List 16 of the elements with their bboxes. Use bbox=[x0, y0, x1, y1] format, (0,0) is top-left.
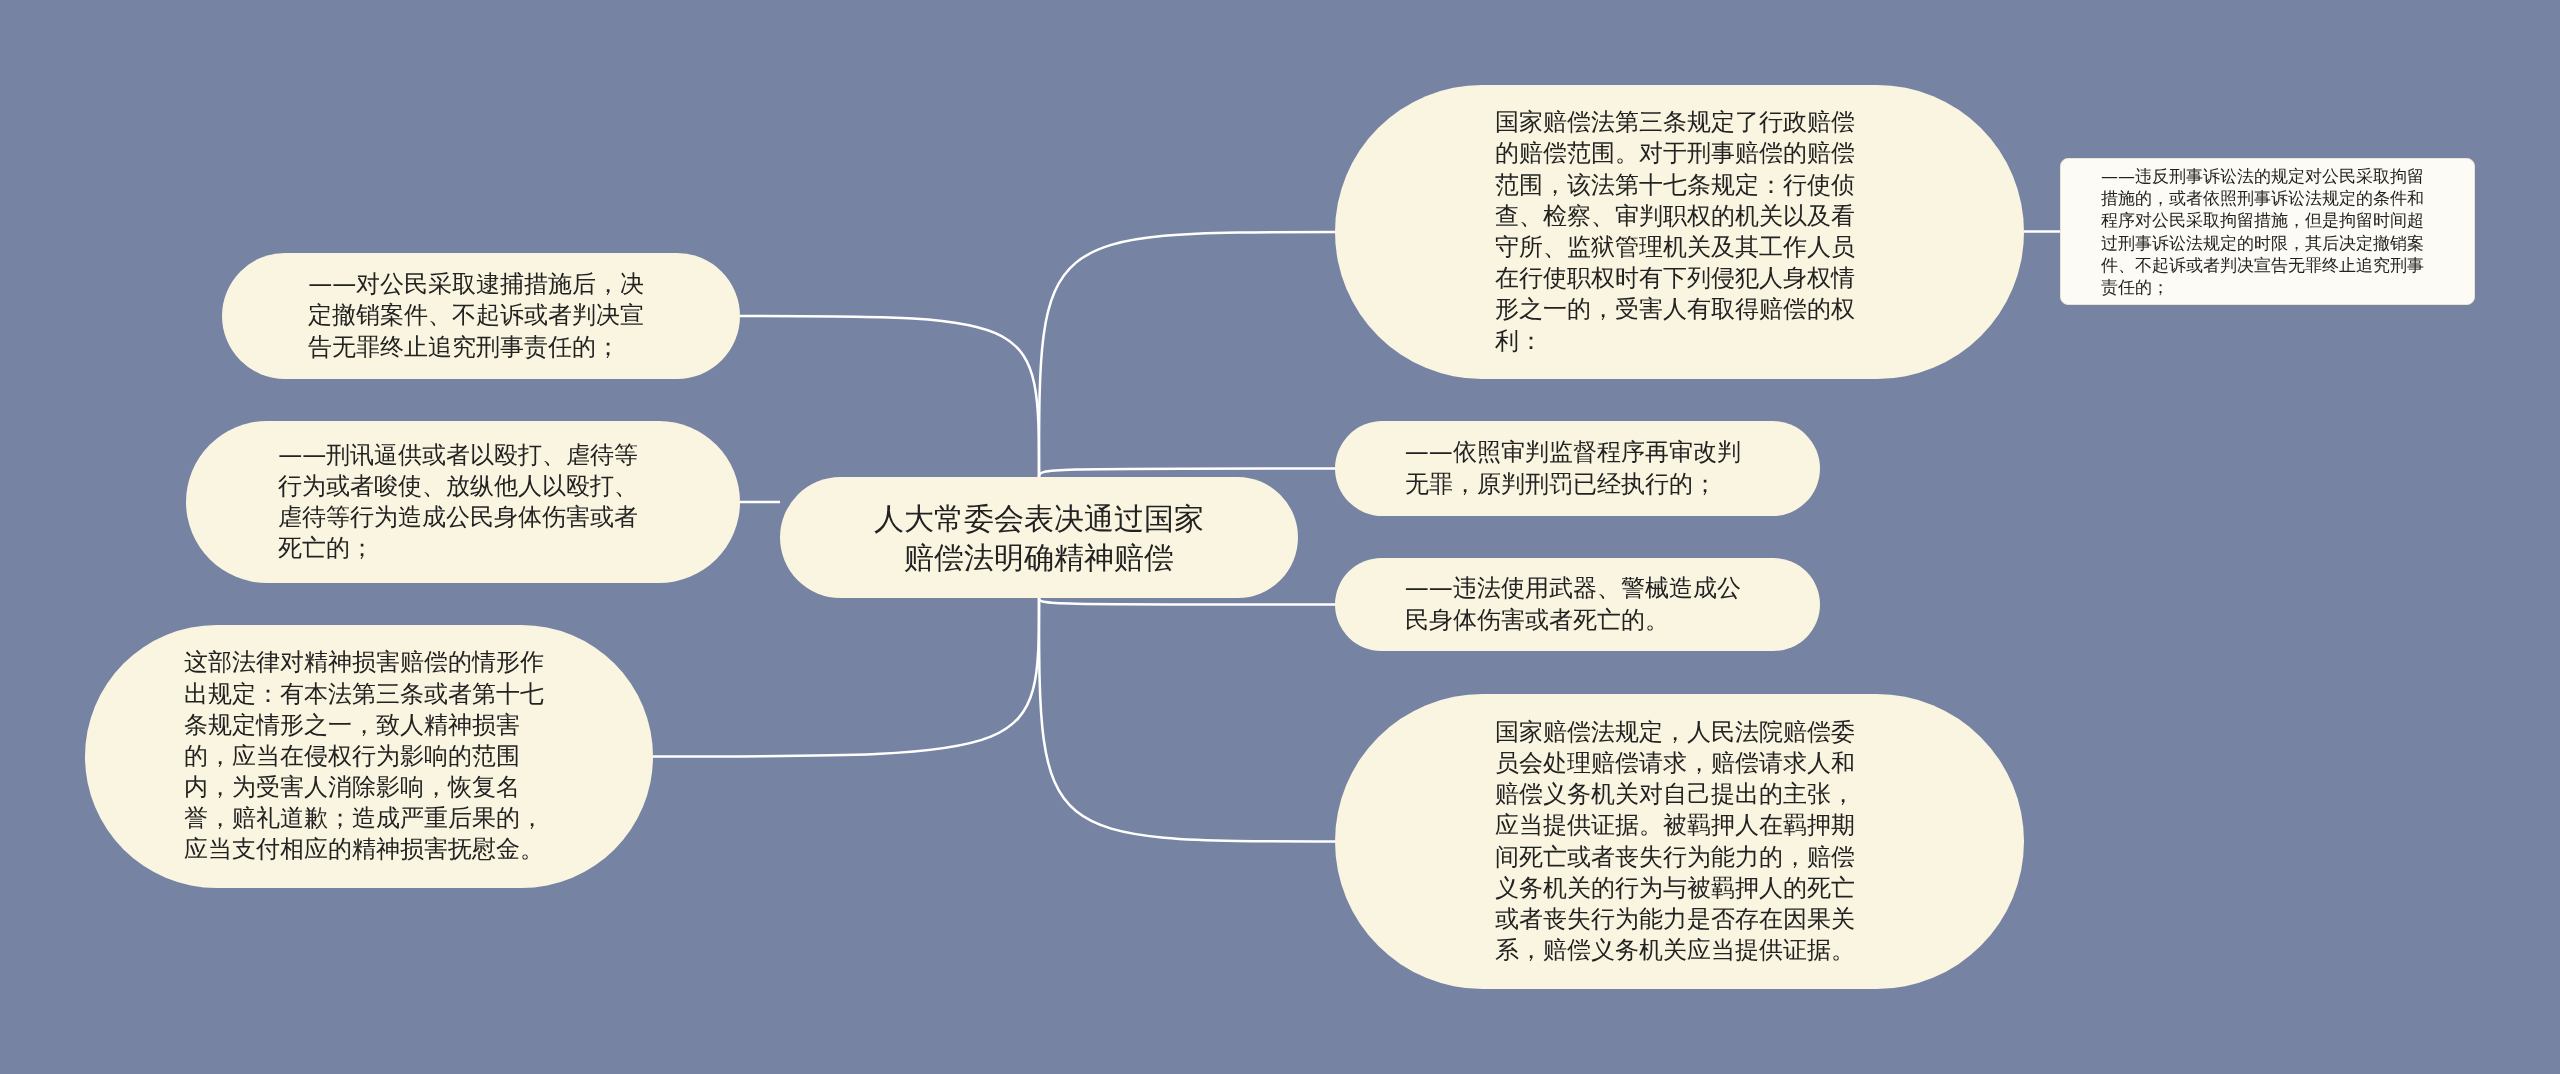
connector-line bbox=[740, 500, 780, 504]
connector-line bbox=[2024, 230, 2060, 233]
connector-line bbox=[740, 314, 1041, 477]
topic-text: 这部法律对精神损害赔偿的情形作出规定：有本法第三条或者第十七条规定情形之一，致人精神损害的，应当在侵权行为影响的范围内，为受害人消除影响，恢复名誉，赔礼道歉；造成严重后果的，应当支付相应的精神损害抚慰金。 bbox=[184, 647, 546, 866]
topic-text: ——违法使用武器、警械造成公民身体伤害或者死亡的。 bbox=[1404, 573, 1742, 636]
note-box bbox=[2060, 158, 2475, 305]
topic-text: ——依照审判监督程序再审改判无罪，原判刑罚已经执行的； bbox=[1404, 437, 1742, 500]
topic-text: ——违反刑事诉讼法的规定对公民采取拘留措施的，或者依照刑事诉讼法规定的条件和程序对公民采取拘留措施，但是拘留时间超过刑事诉讼法规定的时限，其后决定撤销案件、不起诉或者判决宣告无罪终止追究刑事责任的； bbox=[2100, 165, 2425, 298]
topic-text: 国家赔偿法第三条规定了行政赔偿的赔偿范围。对于刑事赔偿的赔偿范围，该法第十七条规定：行使侦查、检察、审判职权的机关以及看守所、监狱管理机关及其工作人员在行使职权时有下列侵犯人身权情形之一的，受害人有取得赔偿的权利： bbox=[1494, 107, 1856, 357]
connector-line bbox=[1037, 467, 1335, 478]
topic-text: 人大常委会表决通过国家赔偿法明确精神赔偿 bbox=[873, 499, 1205, 577]
connector-line bbox=[653, 598, 1041, 758]
topic-text: ——对公民采取逮捕措施后，决定撤销案件、不起诉或者判决宣告无罪终止追究刑事责任的； bbox=[308, 269, 646, 363]
topic-text: 国家赔偿法规定，人民法院赔偿委员会处理赔偿请求，赔偿请求人和赔偿义务机关对自己提出的主张，应当提供证据。被羁押人在羁押期间死亡或者丧失行为能力的，赔偿义务机关的行为与被羁押人的死亡或者丧失行为能力是否存在因果关系，赔偿义务机关应当提供证据。 bbox=[1494, 716, 1856, 967]
connector-line bbox=[1037, 597, 1335, 606]
topic-text: ——刑讯逼供或者以殴打、虐待等行为或者唆使、放纵他人以殴打、虐待等行为造成公民身体伤害或者死亡的； bbox=[278, 439, 640, 565]
